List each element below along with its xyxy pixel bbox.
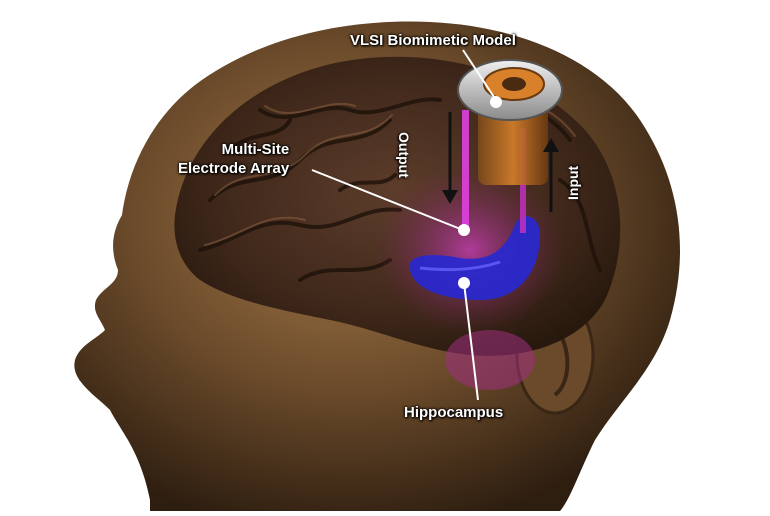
callout-dot-vlsi: [490, 96, 502, 108]
input-arrow: [543, 138, 559, 212]
label-electrode-line1: Multi-Site: [221, 141, 290, 158]
label-hippocampus: Hippocampus: [404, 404, 504, 421]
output-arrow: [442, 112, 458, 204]
label-electrode-line2: Electrode Array: [178, 160, 290, 177]
hippocampus-shape: [409, 216, 540, 300]
output-beam: [462, 110, 469, 232]
callout-lines: [311, 49, 497, 401]
label-output: Output: [396, 132, 412, 178]
label-multi-site-electrode-array: Multi-Site Electrode Array: [178, 140, 289, 178]
brain-core-glow: [375, 165, 565, 335]
label-vlsi-biomimetic-model: VLSI Biomimetic Model: [350, 32, 516, 49]
label-input: Input: [565, 165, 581, 200]
callout-dot-hippocampus: [458, 277, 470, 289]
callout-dot-electrode: [458, 224, 470, 236]
